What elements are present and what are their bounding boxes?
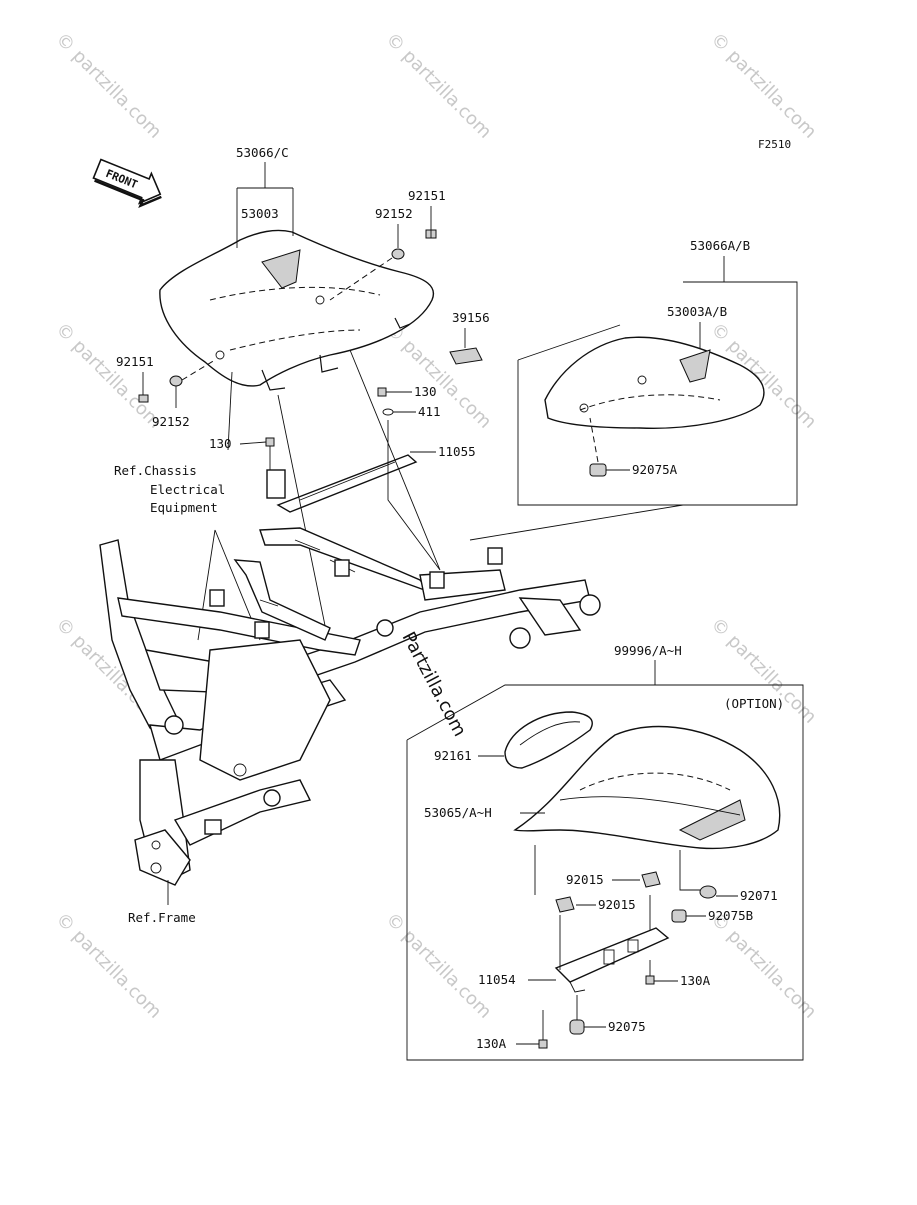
callout-rear-seat-assy: 53066A/B [690, 238, 750, 253]
callout-bolt-130a-b: 130A [476, 1036, 507, 1051]
figure-code: F2510 [758, 138, 791, 151]
callout-bolt-92151-a: 92151 [408, 188, 446, 203]
callout-stop-39156: 39156 [452, 310, 490, 325]
cover-plate [504, 711, 593, 769]
ref-chassis-line1: Ref.Chassis [114, 463, 197, 478]
front-seat [159, 229, 435, 391]
damper-icon [589, 463, 630, 477]
bolt-icon [645, 960, 678, 985]
watermark: © partzilla.com [51, 909, 165, 1023]
watermark: © partzilla.com [381, 909, 495, 1023]
bolt-icon [377, 387, 412, 397]
single-seat-cover [513, 725, 781, 850]
callout-bolt-92151-b: 92151 [116, 354, 154, 369]
watermark: © partzilla.com [381, 29, 495, 143]
washer-icon [391, 224, 405, 260]
stop-pad-icon [449, 328, 483, 365]
callout-rear-seat-pad: 53003A/B [667, 304, 727, 319]
bolt-icon [425, 206, 437, 239]
watermark: © partzilla.com [51, 319, 165, 433]
watermark: © partzilla.com [706, 29, 820, 143]
front-arrow-icon: FRONT [92, 158, 162, 209]
callout-bolt-130-b: 130 [209, 436, 232, 451]
damper-icon [699, 885, 738, 899]
callout-cover-53065: 53065/A~H [424, 805, 492, 820]
bolt-icon [265, 437, 275, 470]
callout-washer-92152-b: 92152 [152, 414, 190, 429]
callout-bracket-11055: 11055 [438, 444, 476, 459]
ref-chassis-line2: Electrical [150, 482, 225, 497]
ref-frame-label: Ref.Frame [128, 910, 196, 925]
washer-icon [169, 375, 183, 408]
seat-bracket [266, 454, 418, 513]
callout-bolt-130a-a: 130A [680, 973, 711, 988]
damper-icon [555, 896, 596, 913]
callout-clip-411: 411 [418, 404, 441, 419]
damper-icon [569, 995, 606, 1035]
damper-icon [671, 909, 706, 923]
callout-plate-92161: 92161 [434, 748, 472, 763]
callout-seat-pad: 53003 [241, 206, 279, 221]
callout-washer-92152-a: 92152 [375, 206, 413, 221]
callout-damper-92071: 92071 [740, 888, 778, 903]
frame-assembly [99, 527, 601, 886]
option-box [406, 684, 804, 1061]
clip-icon [382, 408, 416, 416]
rear-seat-box [469, 281, 798, 541]
callout-damper-92075: 92075 [608, 1019, 646, 1034]
ref-chassis-line3: Equipment [150, 500, 218, 515]
option-label: (OPTION) [724, 696, 784, 711]
callout-cover-kit: 99996/A~H [614, 643, 682, 658]
bolt-icon [138, 372, 149, 403]
option-bracket [554, 927, 670, 993]
callout-bracket-11054: 11054 [478, 972, 516, 987]
rear-seat [544, 336, 765, 429]
callout-damper-92075a: 92075A [632, 462, 678, 477]
callout-bolt-130-a: 130 [414, 384, 437, 399]
watermark: © partzilla.com [51, 29, 165, 143]
callout-damper-92015-b: 92015 [598, 897, 636, 912]
callout-damper-92075b: 92075B [708, 908, 753, 923]
callout-damper-92015-a: 92015 [566, 872, 604, 887]
bolt-icon [516, 1010, 548, 1049]
center-watermark: Partzilla.com [398, 628, 471, 740]
callout-seat-assy: 53066/C [236, 145, 289, 160]
damper-icon [612, 871, 661, 888]
